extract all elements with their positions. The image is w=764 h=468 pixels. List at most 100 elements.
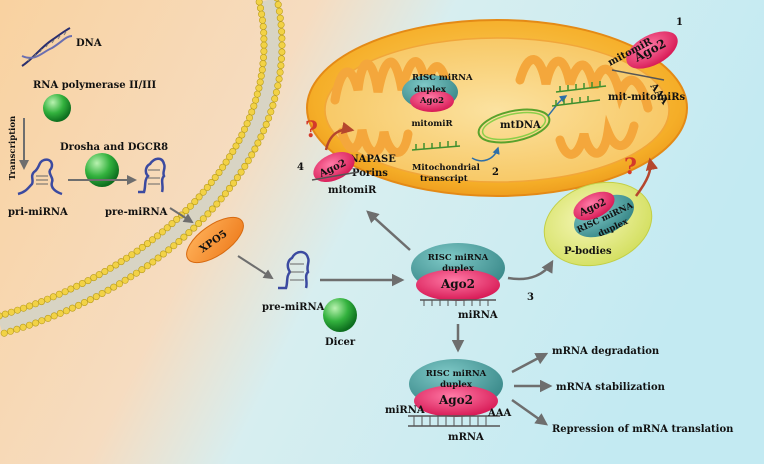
membrane-lipid-bead — [257, 133, 265, 141]
membrane-lipid-bead — [75, 301, 83, 309]
membrane-lipid-bead — [67, 285, 75, 293]
membrane-lipid-bead — [253, 90, 261, 98]
membrane-lipid-bead — [163, 224, 171, 232]
target-mrna-label: mRNA — [448, 432, 484, 443]
pnpase-label: PNAPASE — [342, 154, 396, 165]
mito-risc-complex: RISC miRNA duplex Ago2 — [402, 73, 473, 112]
membrane-lipid-bead — [248, 108, 256, 116]
transcription-label: Transcription — [8, 116, 18, 181]
outcome-stabilization: mRNA stabilization — [556, 382, 666, 393]
mitochondrion — [306, 19, 688, 197]
membrane-lipid-bead — [232, 142, 240, 150]
membrane-lipid-bead — [95, 271, 103, 279]
membrane-lipid-bead — [262, 121, 270, 129]
mtdna-label: mtDNA — [500, 120, 541, 131]
transcript-line1: Mitochondrial — [412, 163, 481, 173]
membrane-lipid-bead — [276, 14, 284, 22]
membrane-lipid-bead — [159, 250, 167, 258]
membrane-lipid-bead — [277, 21, 285, 29]
membrane-lipid-bead — [273, 0, 280, 2]
membrane-lipid-bead — [138, 266, 146, 274]
membrane-lipid-bead — [260, 47, 268, 55]
membrane-lipid-bead — [62, 307, 70, 315]
membrane-lipid-bead — [248, 151, 256, 159]
membrane-lipid-bead — [128, 251, 136, 259]
drosha-label: Drosha and DGCR8 — [60, 142, 168, 153]
membrane-lipid-bead — [237, 168, 245, 176]
membrane-lipid-bead — [235, 137, 243, 145]
import-mitomir-label: mitomiR — [328, 185, 377, 196]
membrane-lipid-bead — [278, 34, 286, 42]
membrane-lipid-bead — [56, 309, 64, 317]
nuclear-membrane — [0, 0, 286, 337]
membrane-lipid-bead — [112, 261, 120, 269]
membrane-lipid-bead — [229, 148, 237, 156]
export-arrow-out — [237, 255, 274, 280]
membrane-lipid-bead — [61, 288, 69, 296]
target-mirna-label: miRNA — [385, 405, 425, 416]
membrane-lipid-bead — [259, 22, 267, 30]
membrane-lipid-bead — [211, 174, 219, 182]
membrane-lipid-bead — [265, 114, 273, 122]
membrane-lipid-bead — [31, 300, 39, 308]
polymerase-sphere — [43, 94, 71, 122]
membrane-lipid-bead — [121, 276, 129, 284]
membrane-lipid-bead — [230, 179, 238, 187]
membrane-lipid-bead — [246, 114, 254, 122]
central-risc-line2: duplex — [442, 264, 475, 274]
membrane-lipid-bead — [13, 325, 21, 333]
membrane-lipid-bead — [104, 286, 112, 294]
step4-label: 4 — [297, 162, 304, 173]
membrane-lipid-bead — [25, 321, 33, 329]
membrane-lipid-bead — [98, 289, 106, 297]
central-mirna-label: miRNA — [458, 310, 498, 321]
membrane-lipid-bead — [132, 269, 140, 277]
membrane-lipid-bead — [244, 157, 252, 165]
arrow-repression — [511, 398, 549, 426]
membrane-lipid-bead — [250, 102, 258, 110]
pbodies-to-mito-arrow — [634, 157, 659, 197]
target-risc-line1: RISC miRNA — [426, 369, 487, 379]
membrane-lipid-bead — [78, 279, 86, 287]
membrane-lipid-bead — [117, 258, 125, 266]
membrane-lipid-bead — [233, 174, 241, 182]
pri-mirna-hairpin-icon — [17, 158, 63, 196]
membrane-lipid-bead — [170, 242, 178, 250]
membrane-lipid-bead — [49, 293, 57, 301]
transcript-line2: transcript — [420, 174, 468, 184]
membrane-lipid-bead — [199, 215, 207, 223]
mito-risc-ago2: Ago2 — [419, 96, 444, 106]
dna-label: DNA — [76, 38, 102, 49]
membrane-lipid-bead — [90, 274, 98, 282]
membrane-lipid-bead — [44, 314, 52, 322]
membrane-lipid-bead — [86, 296, 94, 304]
membrane-lipid-bead — [101, 267, 109, 275]
membrane-lipid-bead — [255, 0, 263, 6]
membrane-lipid-bead — [153, 232, 161, 240]
membrane-lipid-bead — [175, 238, 183, 246]
membrane-lipid-bead — [43, 295, 51, 303]
membrane-lipid-bead — [256, 78, 264, 86]
membrane-lipid-bead — [277, 61, 285, 69]
membrane-lipid-bead — [226, 184, 234, 192]
membrane-lipid-bead — [203, 183, 211, 191]
porins-label: Porins — [352, 168, 388, 179]
membrane-lipid-bead — [207, 179, 215, 187]
membrane-lipid-bead — [191, 198, 199, 206]
membrane-lipid-bead — [149, 258, 157, 266]
membrane-lipid-bead — [275, 75, 283, 83]
membrane-lipid-bead — [84, 277, 92, 285]
membrane-lipid-bead — [38, 317, 46, 325]
membrane-lipid-bead — [243, 120, 251, 128]
membrane-lipid-bead — [37, 298, 45, 306]
membrane-lipid-bead — [274, 82, 282, 90]
membrane-lipid-bead — [50, 312, 58, 320]
membrane-lipid-bead — [19, 304, 27, 312]
membrane-lipid-bead — [278, 28, 286, 36]
membrane-lipid-bead — [258, 16, 266, 24]
membrane-lipid-bead — [1, 310, 9, 318]
mito-mitomir-strand — [611, 69, 665, 81]
xpo5-exporter: XPO5 — [186, 216, 244, 264]
outcome-degradation: mRNA degradation — [552, 346, 660, 357]
